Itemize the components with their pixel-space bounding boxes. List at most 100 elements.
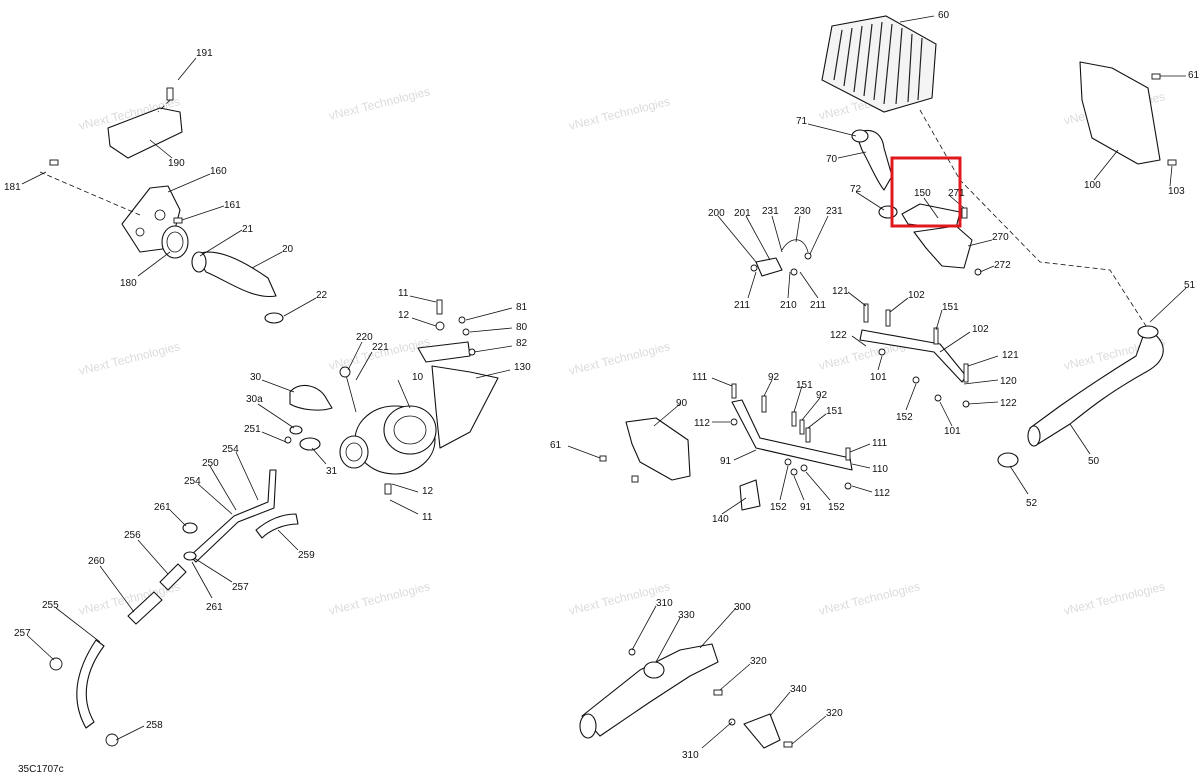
callout-label: 22: [316, 290, 328, 301]
left-intake-assembly: [39, 87, 499, 747]
nut-152: [912, 376, 920, 384]
callout-label: 51: [1184, 280, 1196, 291]
hose-230: [781, 239, 809, 253]
callout-label: 300: [734, 602, 751, 613]
bracket-100: [1079, 61, 1161, 165]
nut-101: [878, 348, 886, 356]
callout-label: 110: [872, 464, 888, 475]
clamp-257: [49, 657, 63, 671]
nut-152-b: [784, 458, 792, 466]
bolt-151-c: [805, 427, 811, 443]
callout-label: 271: [948, 188, 965, 199]
nut-101-b: [934, 394, 942, 402]
callout-labels: 191 190 181 160 161 21 20 180 22 11 12 8…: [4, 10, 1200, 761]
callout-label: 254: [222, 444, 239, 455]
callout-label: 272: [994, 260, 1011, 271]
callout-label: 320: [750, 656, 767, 667]
callout-label: 161: [224, 200, 241, 211]
callout-label: 152: [770, 502, 787, 513]
hose-50: [1029, 327, 1164, 445]
callout-label: 130: [514, 362, 531, 373]
callout-label: 230: [794, 206, 811, 217]
callout-label: 190: [168, 158, 185, 169]
throttle-body-180: [161, 225, 189, 259]
clamp-52: [997, 452, 1019, 468]
callout-label: 72: [850, 184, 862, 195]
center-assembly: [579, 15, 1177, 749]
hose-259: [255, 513, 299, 539]
clamp-261-a: [182, 522, 198, 534]
callout-label: 150: [914, 188, 931, 199]
callout-label: 257: [14, 628, 31, 639]
callout-label: 220: [356, 332, 373, 343]
sensor-200: [755, 257, 783, 277]
fitting-256: [159, 563, 187, 591]
callout-label: 60: [938, 10, 950, 21]
callout-label: 101: [870, 372, 887, 383]
bolt-111-b: [845, 447, 851, 461]
callout-label: 191: [196, 48, 213, 59]
screw-181: [49, 159, 59, 166]
callout-label: 100: [1084, 180, 1101, 191]
screw-61: [599, 455, 607, 462]
callout-label: 92: [768, 372, 780, 383]
callout-label: 30: [250, 372, 262, 383]
callout-label: 250: [202, 458, 219, 469]
callout-label: 111: [692, 372, 708, 383]
callout-label: 151: [826, 406, 843, 417]
callout-label: 52: [1026, 498, 1038, 509]
bracket-90: [625, 417, 691, 481]
callout-label: 231: [762, 206, 779, 217]
watermark: vNext Technologies: [567, 94, 671, 133]
bracket-120: [859, 329, 967, 383]
intercooler-60: [821, 15, 937, 113]
hose-20: [195, 251, 277, 298]
clamp-22: [264, 312, 284, 324]
callout-label: 71: [796, 116, 808, 127]
callout-label: 92: [816, 390, 828, 401]
callout-label: 320: [826, 708, 843, 719]
nut-112-b: [844, 482, 852, 490]
callout-label: 152: [828, 502, 845, 513]
callout-label: 102: [908, 290, 925, 301]
bolt-121-right: [963, 363, 969, 383]
callout-label: 257: [232, 582, 249, 593]
callout-label: 261: [206, 602, 223, 613]
pipe-250: [189, 469, 277, 563]
callout-label: 121: [1002, 350, 1019, 361]
callout-label: 160: [210, 166, 227, 177]
watermark: vNext Technologies: [817, 579, 921, 618]
bolt-111: [731, 383, 737, 399]
callout-label: 31: [326, 466, 338, 477]
callout-label: 82: [516, 338, 528, 349]
heat-shield-130: [431, 365, 499, 449]
callout-label: 90: [676, 398, 688, 409]
coupler-30a: [289, 425, 303, 435]
callout-label: 340: [790, 684, 807, 695]
bolt-320: [713, 689, 723, 696]
bolt-320-b: [783, 741, 793, 748]
callout-label: 50: [1088, 456, 1100, 467]
clamp-31: [299, 437, 321, 451]
watermark: vNext Technologies: [77, 339, 181, 378]
callout-label: 122: [830, 330, 847, 341]
leader-lines: [21, 15, 1187, 749]
rod-220: [345, 374, 357, 413]
callout-label: 30a: [246, 394, 263, 405]
callout-label: 20: [282, 244, 294, 255]
callout-label: 101: [944, 426, 961, 437]
bolt-92: [761, 395, 767, 413]
clip-251: [284, 436, 292, 444]
callout-label: 254: [184, 476, 201, 487]
clamp-261-b: [183, 551, 197, 561]
callout-label: 310: [682, 750, 699, 761]
callout-label: 103: [1168, 186, 1185, 197]
callout-label: 61: [1188, 70, 1200, 81]
nut-112: [730, 418, 738, 426]
callout-label: 210: [780, 300, 797, 311]
callout-label: 70: [826, 154, 838, 165]
clamp-258: [105, 733, 119, 747]
watermark: vNext Technologies: [327, 579, 431, 618]
bolt-92-b: [799, 419, 805, 435]
